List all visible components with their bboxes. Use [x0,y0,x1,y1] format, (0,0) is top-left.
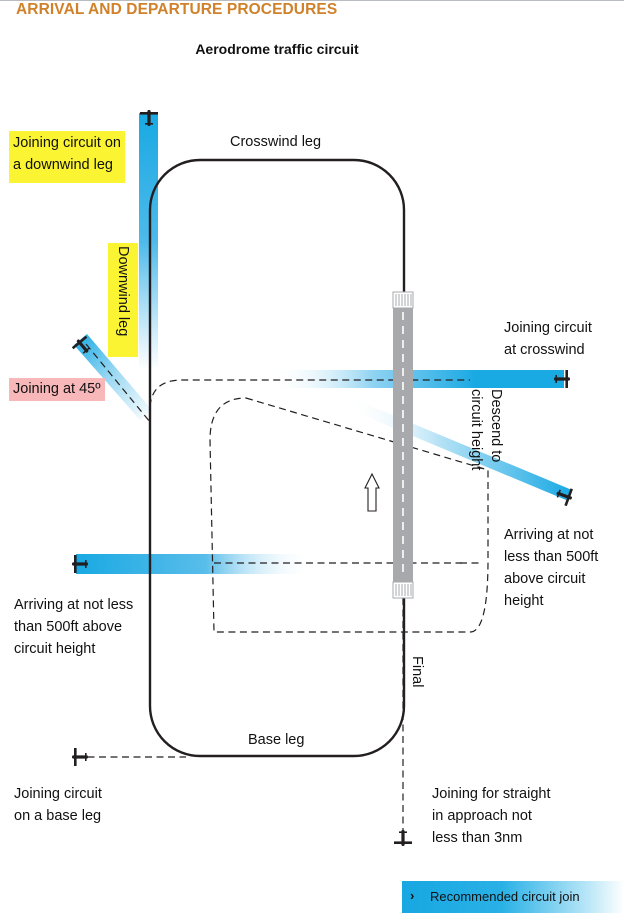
base-leg-label: Base leg [248,732,305,748]
arriving-left-label: Arriving at not less than 500ft above ci… [14,597,134,657]
threshold-markings [395,294,412,596]
aircraft-icon [394,830,412,846]
joining-45-label: Joining at 45º [9,378,105,401]
section-title: ARRIVAL AND DEPARTURE PROCEDURES [16,1,338,18]
diagram-title: Aerodrome traffic circuit [195,41,359,57]
joining-downwind-label: Joining circuit on a downwind leg [9,131,125,183]
join-downwind-path [139,113,158,370]
aircraft-icon [72,748,88,766]
final-label: Final [409,656,425,688]
aircraft-icon [140,110,158,126]
circuit-outline [148,158,406,758]
aircraft-icon [71,335,90,354]
joining-crosswind-label: Joining circuit at crosswind [504,320,592,358]
aircraft-icon [554,370,570,388]
legend: › Recommended circuit join [402,881,624,913]
aircraft-icons [71,110,573,846]
dashed-routes [76,343,489,838]
chevron-right-icon: › [410,888,415,903]
aircraft-icon [72,555,88,573]
crosswind-leg-label: Crosswind leg [230,134,322,150]
joining-base-label: Joining circuit on a base leg [14,786,102,824]
join-45-path [74,334,152,420]
descend-label: Descend to circuit height [468,389,504,471]
downwind-leg-label: Downwind leg [108,243,138,357]
aircraft-icon [556,488,573,507]
joining-straight-label: Joining for straight in approach not les… [432,786,551,846]
join-arriving-left-path [76,554,312,574]
header-rule [0,0,624,1]
join-crosswind-path [270,370,564,388]
arriving-right-label: Arriving at not less than 500ft above ci… [504,527,599,609]
join-arriving-right-path [348,399,572,500]
legend-text: Recommended circuit join [430,889,580,904]
heading-arrow-icon [364,472,380,512]
